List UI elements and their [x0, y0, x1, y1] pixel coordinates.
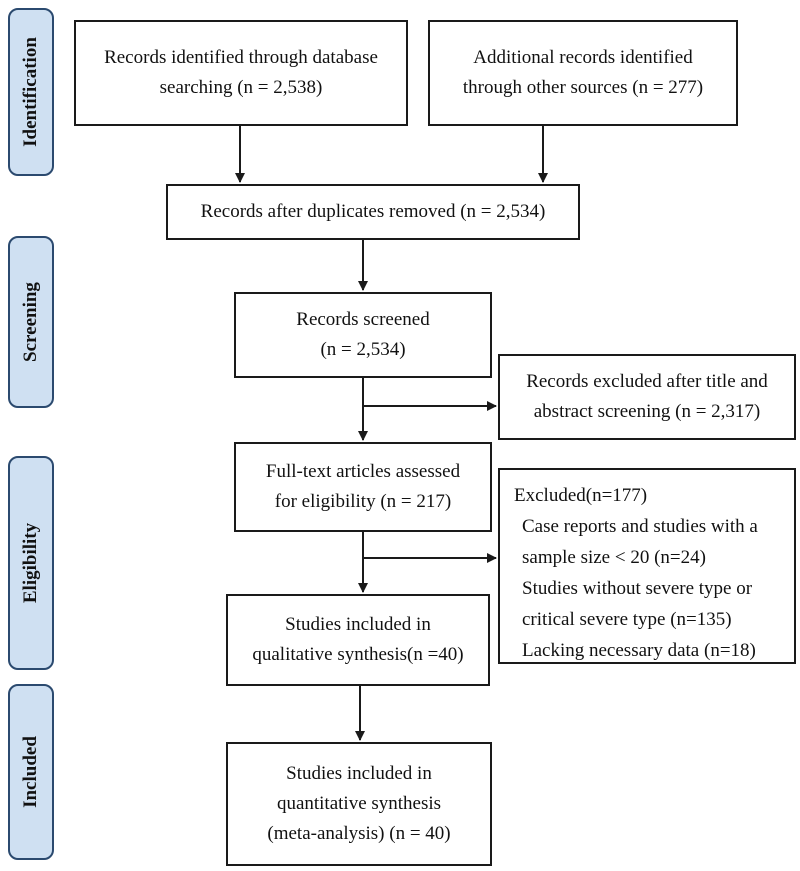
box-excluded-title-abstract: Records excluded after title and abstrac… — [498, 354, 796, 440]
box-database-records: Records identified through database sear… — [74, 20, 408, 126]
box-records-screened: Records screened (n = 2,534) — [234, 292, 492, 378]
stage-screening: Screening — [8, 236, 54, 408]
excluded-reason-line: sample size < 20 (n=24) — [522, 547, 706, 568]
box-duplicates-removed-line1: Records after duplicates removed (n = 2,… — [200, 201, 546, 222]
excluded-reason-line: critical severe type (n=135) — [522, 609, 732, 630]
box-quantitative-line2: quantitative synthesis — [276, 793, 442, 814]
box-database-line2: searching (n = 2,538) — [159, 77, 323, 98]
box-other-sources: Additional records identified through ot… — [428, 20, 738, 126]
box-records-screened-line1: Records screened — [296, 309, 430, 330]
excluded-reason-line: Case reports and studies with a — [522, 516, 758, 537]
box-excluded-title-line2: abstract screening (n = 2,317) — [533, 401, 761, 422]
box-qualitative-synthesis: Studies included in qualitative synthesi… — [226, 594, 490, 686]
excluded-reason-line: Studies without severe type or — [522, 578, 753, 599]
stage-eligibility: Eligibility — [8, 456, 54, 670]
box-fulltext-line1: Full-text articles assessed — [265, 461, 461, 482]
box-quantitative-synthesis: Studies included in quantitative synthes… — [226, 742, 492, 866]
stage-identification: Identification — [8, 8, 54, 176]
box-quantitative-line1: Studies included in — [286, 763, 432, 784]
box-other-sources-line2: through other sources (n = 277) — [462, 77, 704, 98]
box-database-line1: Records identified through database — [104, 47, 378, 68]
box-other-sources-line1: Additional records identified — [473, 47, 693, 68]
excluded-reason-line: Lacking necessary data (n=18) — [522, 640, 756, 661]
box-fulltext-assessed: Full-text articles assessed for eligibil… — [234, 442, 492, 532]
box-qualitative-line2: qualitative synthesis(n =40) — [252, 644, 464, 665]
box-excluded-fulltext: Excluded(n=177) Case reports and studies… — [498, 468, 796, 664]
box-excluded-fulltext-header: Excluded(n=177) — [514, 485, 648, 506]
box-fulltext-line2: for eligibility (n = 217) — [274, 491, 452, 512]
box-records-screened-line2: (n = 2,534) — [320, 339, 406, 360]
stage-included: Included — [8, 684, 54, 860]
box-qualitative-line1: Studies included in — [285, 614, 431, 635]
box-duplicates-removed: Records after duplicates removed (n = 2,… — [166, 184, 580, 240]
box-quantitative-line3: (meta-analysis) (n = 40) — [267, 823, 451, 844]
box-excluded-title-line1: Records excluded after title and — [526, 371, 768, 392]
